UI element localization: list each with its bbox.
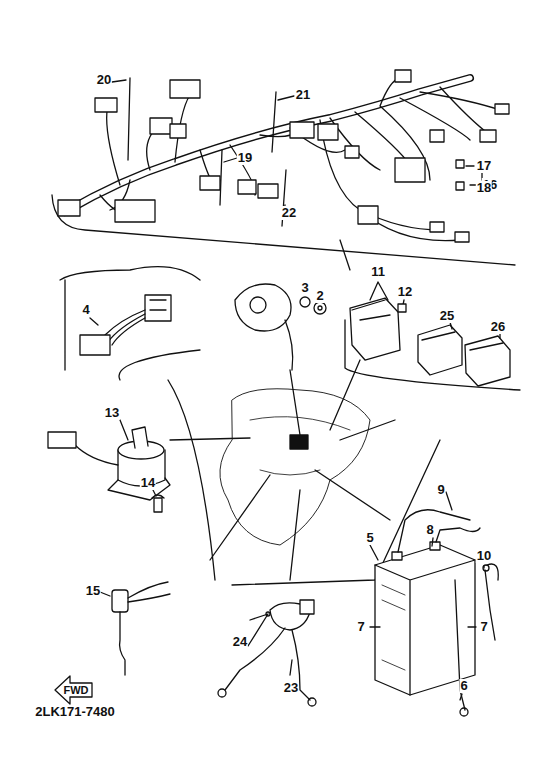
callout-number: 5	[365, 531, 374, 545]
callout-number: 24	[232, 635, 248, 649]
callout-number: 6	[459, 679, 468, 693]
callout-number: 21	[295, 88, 311, 102]
callout-number: 17	[476, 159, 492, 173]
callout-number: 23	[283, 681, 299, 695]
callout-number: 3	[300, 281, 309, 295]
callout-number: 13	[104, 406, 120, 420]
callout-number: 14	[140, 476, 156, 490]
direction-arrow-text: FWD	[62, 683, 89, 697]
callout-number: 26	[490, 320, 506, 334]
callout-number: 22	[281, 206, 297, 220]
callout-number: 4	[81, 303, 90, 317]
callout-number: 12	[397, 285, 413, 299]
diagram-code: 2LK171-7480	[34, 705, 116, 719]
callout-number: 20	[96, 73, 112, 87]
callout-number: 25	[439, 309, 455, 323]
callout-number: 18	[476, 181, 492, 195]
callout-number: 19	[237, 151, 253, 165]
callout-number: 11	[370, 265, 386, 279]
callout-number: 9	[436, 483, 445, 497]
callout-number: 7	[356, 620, 365, 634]
callout-number: 10	[476, 549, 492, 563]
callout-number: 15	[85, 584, 101, 598]
callout-number: 8	[425, 523, 434, 537]
callout-number: 7	[479, 620, 488, 634]
callout-number: 2	[315, 289, 324, 303]
